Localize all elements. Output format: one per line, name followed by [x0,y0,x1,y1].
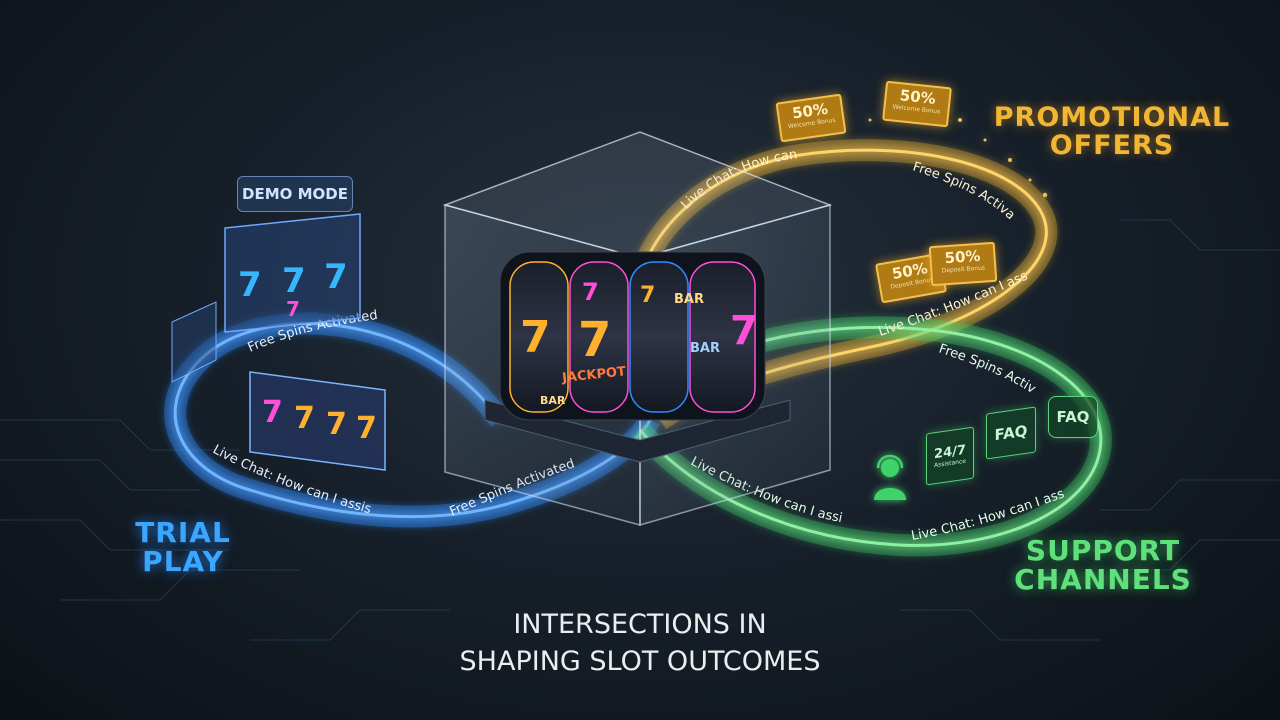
support-label-line2: CHANNELS [1014,563,1192,597]
reel-seven-5: 7 [640,283,655,308]
main-title: INTERSECTIONS IN SHAPING SLOT OUTCOMES [400,606,880,680]
promotional-offers-label: PROMOTIONAL OFFERS [992,102,1232,162]
promo-ticket-4: 50% Deposit Bonus [928,241,998,287]
demo-seven-3: 7 [324,257,348,297]
reel-bar-1: BAR [674,292,704,307]
trial-seven-2: 7 [294,401,315,436]
promo-ticket-2: 50% Welcome Bonus [882,80,952,128]
demo-seven-2: 7 [282,261,306,301]
headset-agent-icon [874,454,906,500]
trial-seven-3: 7 [326,407,347,442]
demo-slot-panel: 7 7 7 7 [171,213,361,383]
promo-label-line2: OFFERS [1049,130,1175,162]
trial-slot-panel: 7 7 7 7 [249,371,386,471]
reel-seven-4: 7 [730,308,758,354]
reel-jackpot: JACKPOT [560,364,626,386]
trial-seven-4: 7 [356,411,377,446]
support-faq-bubble: FAQ [1048,396,1098,438]
demo-seven-4: 7 [286,297,300,321]
support-247-box: 24/7 Assistance [926,426,974,486]
reel-seven-3: 7 [582,278,599,306]
reel-bar-3: BAR [540,394,566,407]
support-faq-box: FAQ [986,406,1036,460]
reel-bar-2: BAR [690,341,720,356]
main-title-line2: SHAPING SLOT OUTCOMES [459,646,821,677]
demo-mode-badge: DEMO MODE [237,176,353,212]
trial-play-label: TRIAL PLAY [128,518,238,577]
demo-seven-1: 7 [238,265,262,305]
support-path [631,316,1112,557]
trial-seven-1: 7 [262,395,283,430]
trial-label-line1: TRIAL [135,516,231,549]
trial-label-line2: PLAY [142,545,224,579]
support-label-line1: SUPPORT [1025,534,1181,567]
reel-seven-1: 7 [520,312,551,363]
circuit-lines [0,219,1280,641]
slot-reels: 7 7 7 7 7 BAR BAR BAR JACKPOT [499,251,766,421]
support-channels-label: SUPPORT CHANNELS [1008,536,1198,595]
reel-seven-2: 7 [578,312,611,368]
promo-label-line1: PROMOTIONAL [993,102,1231,133]
main-title-line1: INTERSECTIONS IN [513,609,767,640]
